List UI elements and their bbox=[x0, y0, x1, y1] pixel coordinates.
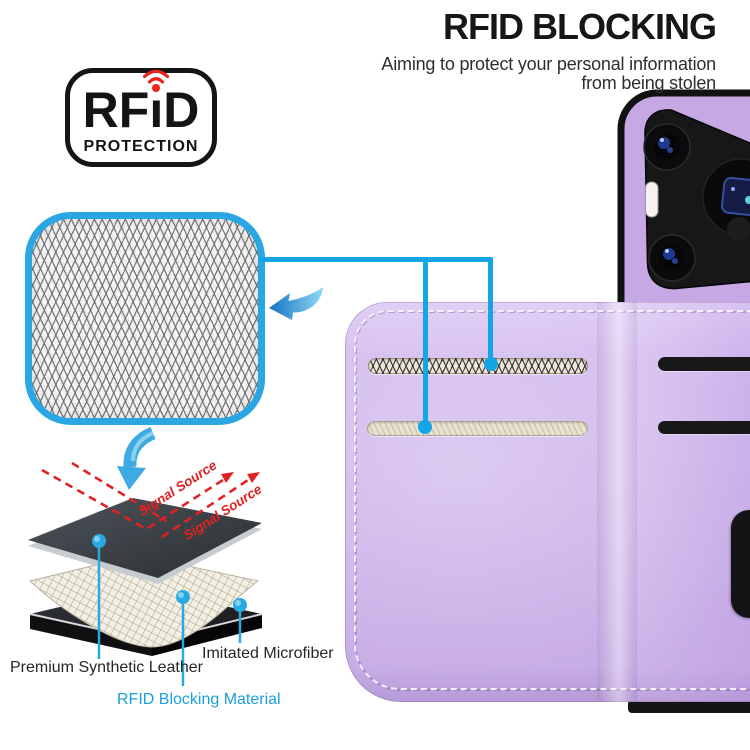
layer-rfid-material-label: RFID Blocking Material bbox=[117, 691, 281, 708]
badge-brand-i-glyph: ı bbox=[149, 81, 164, 138]
card-slot-black-2 bbox=[658, 421, 750, 434]
page-title: RFID BLOCKING bbox=[443, 6, 717, 47]
layer-callout-dots bbox=[92, 534, 247, 612]
badge-brand: RF ı D bbox=[82, 69, 200, 138]
card-slot-black-1 bbox=[658, 357, 750, 371]
camera-lens-main bbox=[702, 158, 750, 241]
badge-brand-i: ı bbox=[143, 69, 170, 135]
card-slot-rfid-mesh-1 bbox=[368, 358, 588, 374]
camera-flash bbox=[645, 181, 659, 218]
callout-dot-2 bbox=[418, 420, 432, 434]
callout-line-horizontal bbox=[258, 257, 492, 262]
signal-arrowheads bbox=[221, 472, 260, 483]
rfid-protection-badge: RF ı D PROTECTION bbox=[65, 68, 217, 167]
case-back-edge bbox=[628, 700, 750, 713]
down-arrow-icon bbox=[117, 426, 156, 490]
layer-callouts bbox=[97, 547, 242, 686]
swoosh-arrow-icon bbox=[269, 287, 323, 320]
wallet-case-interior bbox=[345, 302, 750, 702]
magnetic-plate bbox=[731, 510, 750, 618]
phone bbox=[617, 89, 750, 387]
rfid-mesh-swatch bbox=[25, 212, 265, 425]
layer-microfiber-label: Imitated Microfiber bbox=[202, 645, 334, 662]
layer-premium-leather-label: Premium Synthetic Leather bbox=[10, 659, 203, 676]
layer-mesh-sheet bbox=[28, 554, 260, 648]
subtitle-line-1: Aiming to protect your personal informat… bbox=[381, 54, 716, 74]
layers-diagram: Signal Source Signal Source bbox=[28, 426, 265, 686]
layer-top-slab bbox=[28, 498, 262, 584]
badge-brand-prefix: RF bbox=[82, 81, 150, 138]
camera-sensor bbox=[721, 176, 750, 216]
badge-brand-suffix: D bbox=[163, 81, 200, 138]
card-slot-rfid-mesh-2 bbox=[367, 421, 588, 436]
header: RFID BLOCKING Aiming to protect your per… bbox=[381, 6, 717, 93]
camera-lens-top bbox=[643, 123, 691, 171]
wifi-signal-icon bbox=[143, 69, 170, 92]
callout-line-vertical-1 bbox=[488, 257, 493, 366]
callout-line-vertical-2 bbox=[423, 257, 428, 429]
callout-dot-1 bbox=[484, 357, 498, 371]
subtitle-line-2: from being stolen bbox=[581, 73, 716, 93]
camera-lens-bottom bbox=[648, 234, 696, 282]
badge-label: PROTECTION bbox=[83, 137, 199, 155]
signal-arrows bbox=[41, 461, 249, 539]
wallet-fold bbox=[597, 302, 637, 702]
